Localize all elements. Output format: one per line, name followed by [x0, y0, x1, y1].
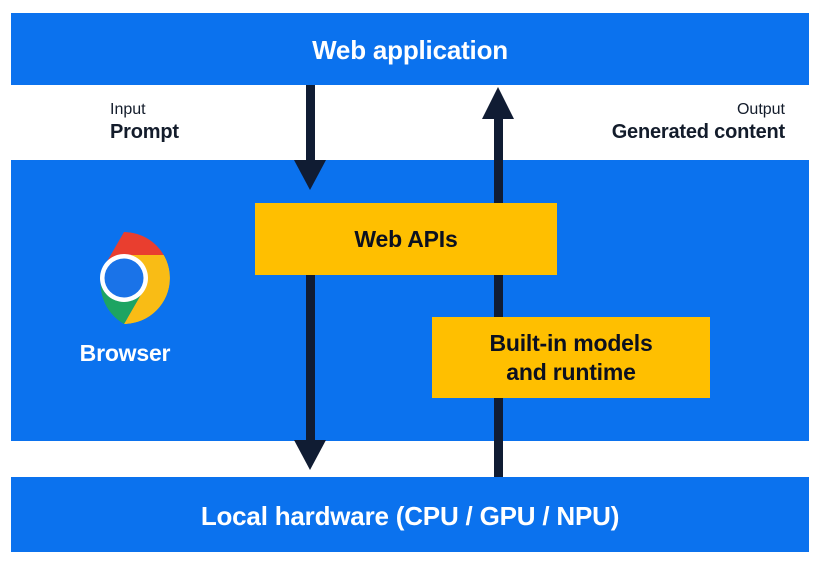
- arrow-head: [482, 87, 514, 119]
- arrow-shaft: [306, 275, 315, 442]
- input-kind-label: Input: [110, 101, 146, 118]
- arrow-shaft: [306, 85, 315, 165]
- band-web-application: Web application: [11, 13, 809, 85]
- box-builtin-models-label-line2: and runtime: [506, 358, 636, 385]
- box-builtin-models: Built-in models and runtime: [432, 317, 710, 398]
- arrow-shaft: [494, 118, 503, 478]
- input-value-label: Prompt: [110, 121, 179, 144]
- box-builtin-models-label-line1: Built-in models: [489, 330, 653, 357]
- output-label-group: Output Generated content: [611, 100, 786, 146]
- output-value-label: Generated content: [611, 121, 786, 144]
- chrome-logo-icon: [76, 230, 172, 326]
- band-web-application-label: Web application: [312, 35, 508, 65]
- output-kind-label: Output: [736, 101, 785, 118]
- band-local-hardware-label: Local hardware (CPU / GPU / NPU): [200, 501, 620, 531]
- box-web-apis-label: Web APIs: [354, 225, 458, 252]
- arrow-head: [294, 440, 326, 470]
- input-label-group: Input Prompt: [110, 100, 179, 146]
- box-web-apis: Web APIs: [255, 203, 557, 275]
- band-local-hardware: Local hardware (CPU / GPU / NPU): [11, 477, 809, 552]
- arrow-head: [294, 160, 326, 190]
- band-browser-label: Browser: [79, 340, 171, 366]
- box-builtin-models-label: Built-in models and runtime: [489, 329, 652, 385]
